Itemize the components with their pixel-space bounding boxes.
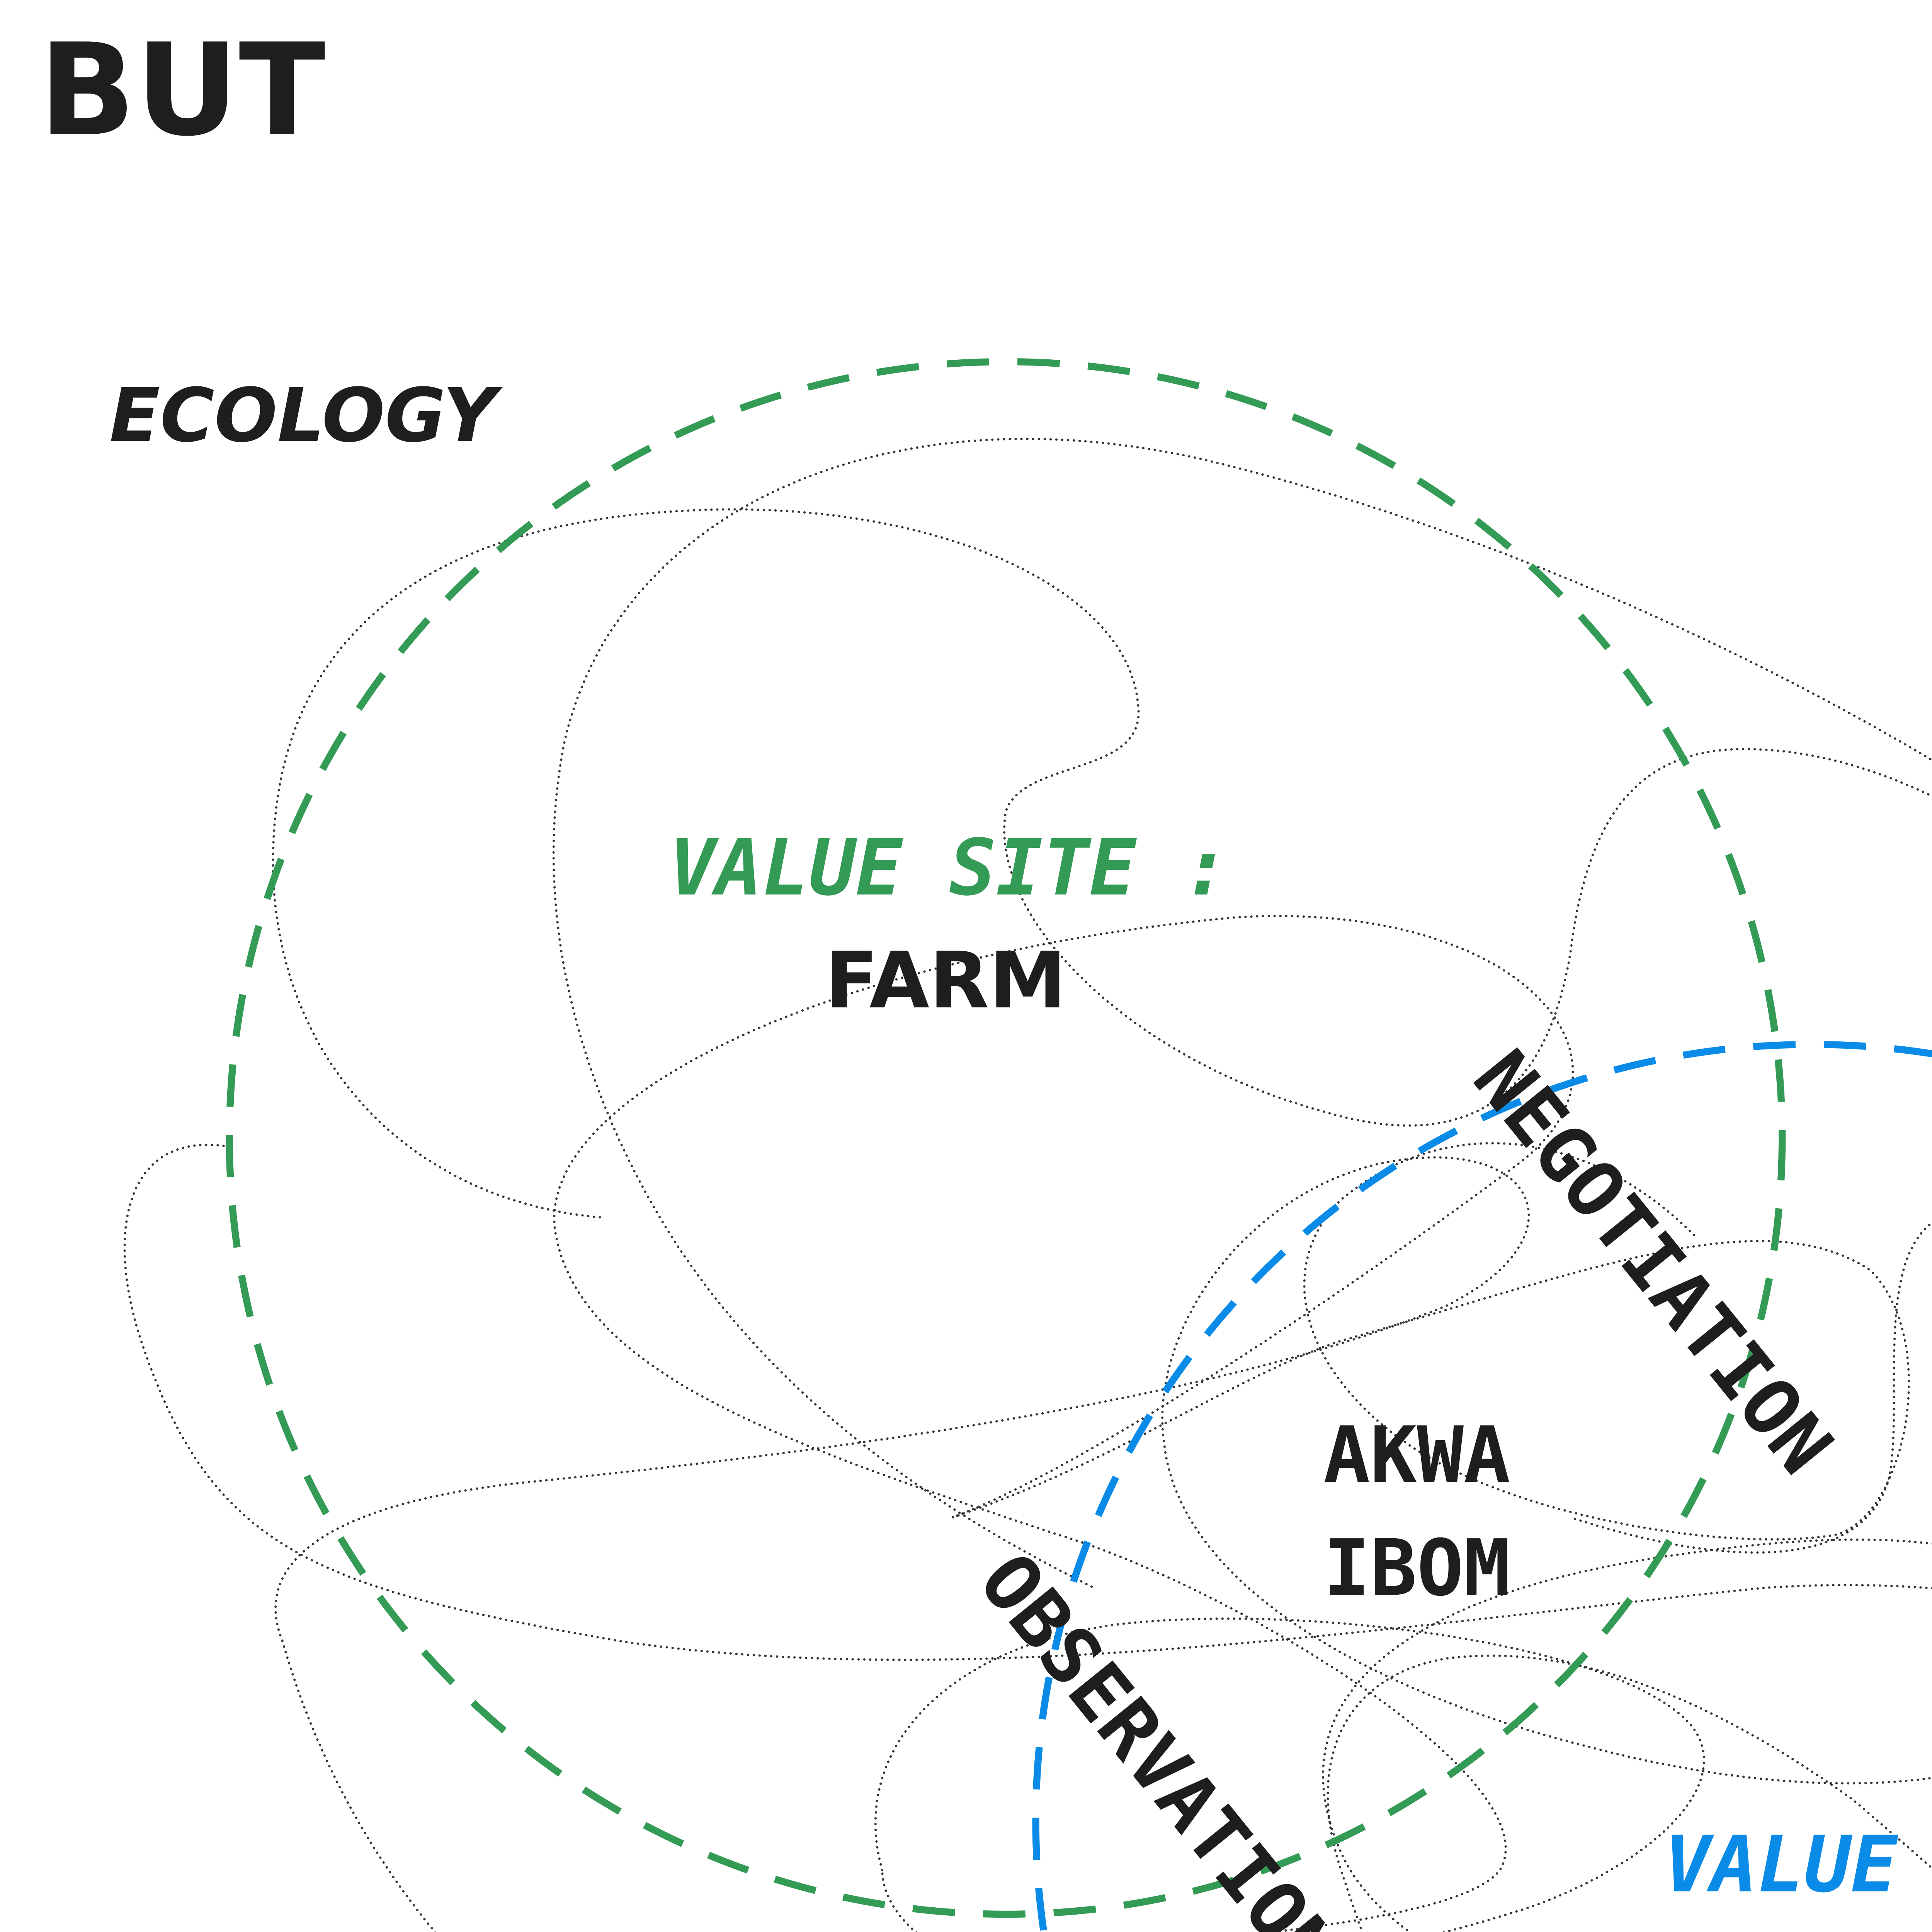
center-label-line2: IBOM	[1323, 1524, 1510, 1614]
page-title: BUT	[39, 16, 326, 164]
scribble-loop	[553, 915, 1574, 1932]
negotiation-label: NEGOTIATION	[1456, 1034, 1849, 1491]
farm-site-label: VALUE SITE :	[669, 823, 1230, 913]
farm-value-site-circle	[226, 358, 1786, 1918]
observation-label: OBSERVATION	[962, 1537, 1355, 1932]
word-ecology: ECOLOGY	[109, 372, 503, 459]
exhibition-site-label: VALUE SITE :	[1664, 1820, 1932, 1910]
center-label-line1: AKWA	[1323, 1410, 1510, 1500]
scribble-loop	[123, 437, 1932, 1661]
scribble-loops	[123, 437, 1932, 1932]
exhibition-value-site-circle	[1032, 1041, 1932, 1932]
scribble-loop	[272, 508, 1932, 1554]
farm-site-name: FARM	[825, 936, 1066, 1026]
